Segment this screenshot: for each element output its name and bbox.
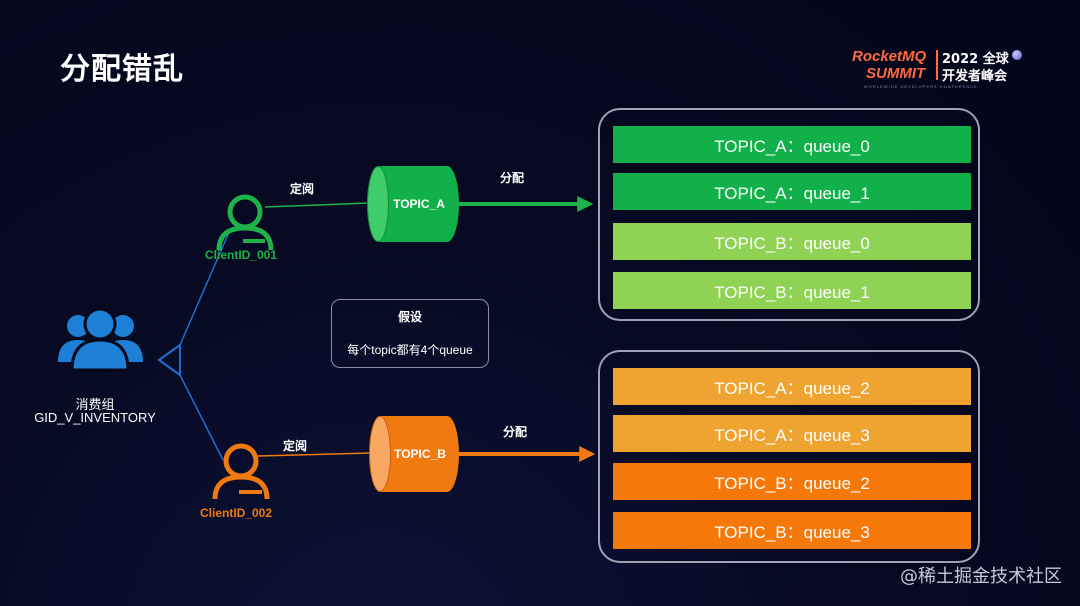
planet-icon [1012,50,1022,60]
queue-bar: TOPIC_B：queue_2 [613,463,971,500]
queue-bar: TOPIC_A：queue_3 [613,415,971,452]
cylinder-face [369,416,391,492]
topic-b-cylinder: TOPIC_B [369,416,459,492]
client-id-label-001: ClientID_001 [205,248,278,262]
watermark: @稀土掘金技术社区 [900,566,1062,587]
page-title: 分配错乱 [60,52,184,87]
assumption-body: 每个topic都有4个queue [347,343,473,357]
user-icon [216,194,274,251]
queue-bar: TOPIC_B：queue_1 [613,272,971,309]
assumption-box: 假设 每个topic都有4个queue [331,299,489,368]
logo-right-line-2: 开发者峰会 [942,69,1008,84]
subscribe-line-topic-a [264,202,371,208]
client-002-queue-panel: TOPIC_A：queue_2 TOPIC_A：queue_3 TOPIC_B：… [598,350,980,563]
queue-bar: TOPIC_A：queue_2 [613,368,971,405]
line-to-client-001 [179,229,231,346]
topic-a-label: TOPIC_A [393,197,445,211]
logo-separator [936,50,938,80]
subscribe-label-1: 定阅 [290,182,315,196]
queue-bar: TOPIC_B：queue_0 [613,223,971,260]
topic-b-label: TOPIC_B [394,447,446,461]
assign-label-2: 分配 [503,425,528,439]
topic-a-cylinder: TOPIC_A [367,166,459,242]
line-to-client-002 [179,374,224,461]
client-001-queue-panel: TOPIC_A：queue_0 TOPIC_A：queue_1 TOPIC_B：… [598,108,980,321]
user-icon [212,443,270,500]
cylinder-face [367,166,389,242]
assign-label-1: 分配 [500,171,525,185]
subscribe-line-topic-b [257,452,373,457]
rocketmq-summit-logo: RocketMQ SUMMIT 2022 全球 开发者峰会 WORLDWIDE … [852,48,1032,92]
client-id-label-002: ClientID_002 [200,506,273,520]
queue-bar: TOPIC_B：queue_3 [613,512,971,549]
logo-right-line-1: 2022 全球 [942,52,1009,67]
consumer-group-name: GID_V_INVENTORY [34,410,156,425]
queue-bar: TOPIC_A：queue_1 [613,173,971,210]
queue-bar: TOPIC_A：queue_0 [613,126,971,163]
logo-line-1: RocketMQ [852,48,927,65]
hollow-triangle-marker [157,343,181,377]
assumption-title: 假设 [397,310,422,324]
logo-line-2: SUMMIT [866,65,926,82]
logo-tagline: WORLDWIDE DEVELOPERS CONFERENCE [864,84,978,89]
consumer-group-label: 消费组 [75,397,115,412]
subscribe-label-2: 定阅 [283,439,308,453]
user-group-icon [58,307,143,372]
group-connector [157,229,231,461]
